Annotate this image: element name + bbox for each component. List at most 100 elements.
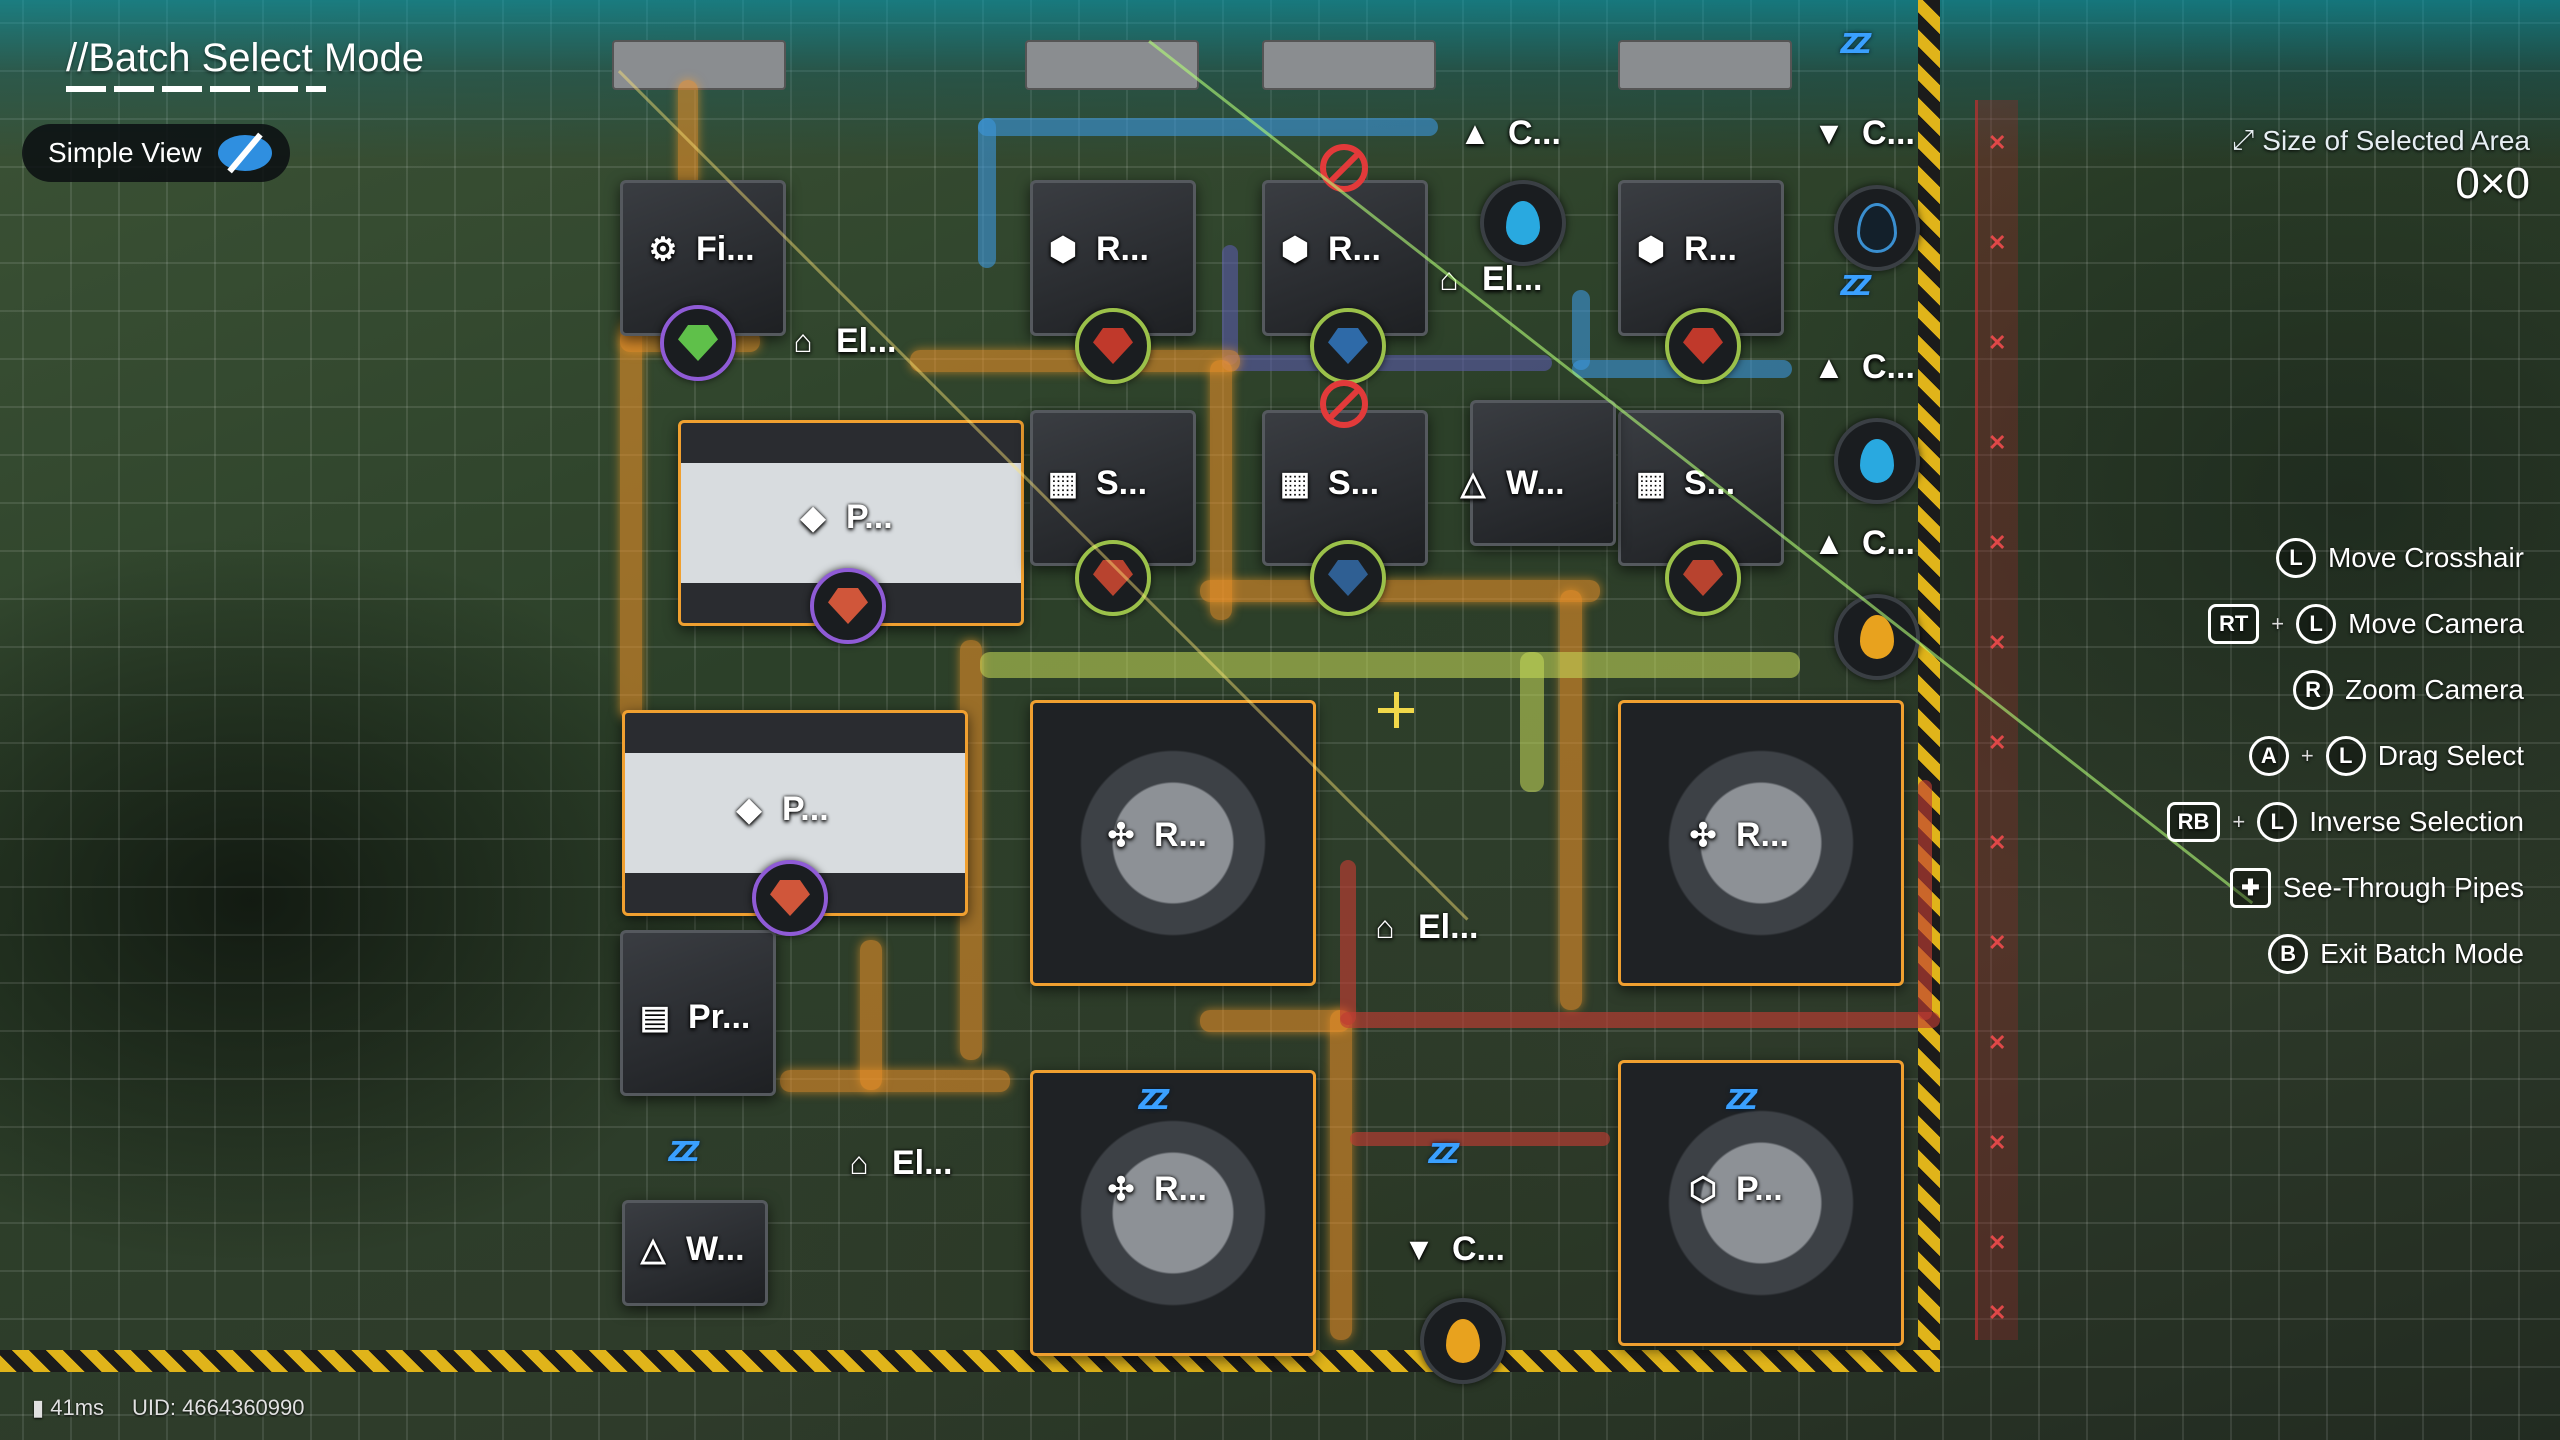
building-name: R... xyxy=(1154,1169,1207,1208)
building-name: R... xyxy=(1736,815,1789,854)
output-badge xyxy=(1665,540,1741,616)
pipe-orange[interactable] xyxy=(860,940,882,1090)
crosshair[interactable] xyxy=(1378,692,1414,728)
building-name: C... xyxy=(1862,523,1915,562)
output-badge xyxy=(752,860,828,936)
pipe-red[interactable] xyxy=(1340,860,1356,1025)
blue-gem-icon xyxy=(1328,328,1368,364)
idle-status-icon: zz xyxy=(1840,20,1872,62)
pipe-orange[interactable] xyxy=(1560,590,1582,1010)
building-label-refinery[interactable]: ⬢R... xyxy=(1628,226,1737,272)
building-label-collector[interactable]: ▲ C... xyxy=(1806,520,1915,566)
pipe-orange[interactable] xyxy=(910,350,1240,372)
idle-status-icon: zz xyxy=(1840,262,1872,304)
pipe-orange[interactable] xyxy=(780,1070,1010,1092)
pylon-icon: ⌂ xyxy=(849,1145,869,1181)
building-name: S... xyxy=(1328,463,1380,502)
control-hint-see-through: ✚ See-Through Pipes xyxy=(2230,868,2524,908)
output-badge xyxy=(810,568,886,644)
building-name: Pr... xyxy=(688,997,751,1036)
pipe-water[interactable] xyxy=(978,118,996,268)
building-name: R... xyxy=(1154,815,1207,854)
red-gem-icon xyxy=(1683,328,1723,364)
building-label-pylon[interactable]: ⌂El... xyxy=(1362,904,1478,950)
pipe-orange[interactable] xyxy=(620,320,642,720)
pipe-lime[interactable] xyxy=(980,652,1800,678)
building-label-pylon[interactable]: ⌂El... xyxy=(780,318,896,364)
pipe-orange[interactable] xyxy=(1210,360,1232,620)
output-badge xyxy=(660,305,736,381)
building-label-packer[interactable]: ◆P... xyxy=(790,494,893,540)
reactor-machine[interactable] xyxy=(1618,700,1904,986)
top-port xyxy=(612,40,786,90)
pipe-navy[interactable] xyxy=(1222,245,1238,365)
boundary-hazard-stripe-right xyxy=(1918,0,1940,1370)
pipe-lime[interactable] xyxy=(1520,652,1544,792)
building-label-refinery[interactable]: ⬢R... xyxy=(1272,226,1381,272)
signal-icon: ▮ xyxy=(32,1395,45,1420)
simple-view-toggle[interactable]: Simple View xyxy=(22,124,290,182)
protocol-machine[interactable] xyxy=(620,930,776,1096)
blocked-cell-marker: ✕ xyxy=(1988,1130,2007,1155)
building-label-pylon[interactable]: ⌂El... xyxy=(836,1140,952,1186)
pylon-icon: ⌂ xyxy=(1375,909,1395,945)
product-icon xyxy=(770,880,810,916)
filter-icon: ⚙ xyxy=(648,231,678,267)
blocked-cell-marker: ✕ xyxy=(1988,1030,2007,1055)
pipe-orange[interactable] xyxy=(678,80,698,190)
building-label-reactor[interactable]: ✣R... xyxy=(1098,812,1207,858)
product-icon xyxy=(678,325,718,361)
blocked-status-icon xyxy=(1320,380,1368,428)
pump-icon: ⬡ xyxy=(1689,1171,1717,1207)
building-name: R... xyxy=(1328,229,1381,268)
output-badge xyxy=(1075,308,1151,384)
water-machine[interactable] xyxy=(1470,400,1616,546)
building-label-filter[interactable]: ⚙Fi... xyxy=(640,226,755,272)
building-name: C... xyxy=(1452,1229,1505,1268)
packer-icon: ◆ xyxy=(800,499,826,535)
building-label-refinery[interactable]: ⬢R... xyxy=(1040,226,1149,272)
selected-area-title: ⤢ Size of Selected Area xyxy=(2232,124,2530,157)
blocked-cell-marker: ✕ xyxy=(1988,1300,2007,1325)
building-label-protocol[interactable]: ▤Pr... xyxy=(632,994,751,1040)
rb-button-icon: RB xyxy=(2166,802,2221,842)
pipe-red[interactable] xyxy=(1918,780,1932,1020)
red-ore-icon xyxy=(1683,560,1723,596)
water-machine[interactable] xyxy=(622,1200,768,1306)
building-label-collector[interactable]: ▲C... xyxy=(1452,110,1561,156)
building-label-smelter[interactable]: ▦S... xyxy=(1628,460,1735,506)
building-label-pump[interactable]: ⬡P... xyxy=(1680,1166,1783,1212)
building-label-collector[interactable]: ▼C... xyxy=(1806,110,1915,156)
building-label-smelter[interactable]: ▦S... xyxy=(1040,460,1147,506)
building-label-packer[interactable]: ◆P... xyxy=(726,786,829,832)
pipe-water[interactable] xyxy=(1572,290,1590,370)
l-stick-icon: L xyxy=(2325,736,2366,776)
building-name: C... xyxy=(1862,113,1915,152)
pipe-orange[interactable] xyxy=(1200,1010,1350,1032)
building-label-water[interactable]: △W... xyxy=(1450,460,1565,506)
building-label-reactor[interactable]: ✣ R... xyxy=(1098,1166,1207,1212)
building-label-reactor[interactable]: ✣R... xyxy=(1680,812,1789,858)
packer-icon: ◆ xyxy=(736,791,762,827)
idle-status-icon: zz xyxy=(1428,1130,1460,1172)
blocked-cell-marker: ✕ xyxy=(1988,230,2007,255)
pipe-red[interactable] xyxy=(1340,1012,1940,1028)
collector-icon: ▲ xyxy=(1813,525,1845,561)
reactor-machine[interactable] xyxy=(1030,700,1316,986)
building-label-collector[interactable]: ▼C... xyxy=(1396,1226,1505,1272)
reactor-machine[interactable] xyxy=(1030,1070,1316,1356)
pipe-red[interactable] xyxy=(1350,1132,1610,1146)
pipe-navy[interactable] xyxy=(1222,355,1552,371)
pipe-orange[interactable] xyxy=(1330,1010,1352,1340)
building-label-water[interactable]: △W... xyxy=(630,1226,745,1272)
pipe-orange[interactable] xyxy=(1200,580,1600,602)
pipe-water[interactable] xyxy=(978,118,1438,136)
pump-machine[interactable] xyxy=(1618,1060,1904,1346)
control-hint-label: See-Through Pipes xyxy=(2282,872,2524,903)
building-label-collector[interactable]: ▲C... xyxy=(1806,344,1915,390)
building-label-smelter[interactable]: ▦S... xyxy=(1272,460,1379,506)
control-hint-inverse-selection: RB + L Inverse Selection xyxy=(2166,802,2524,842)
building-label-pylon[interactable]: ⌂El... xyxy=(1426,256,1542,302)
reactor-icon: ✣ xyxy=(1107,1171,1135,1207)
